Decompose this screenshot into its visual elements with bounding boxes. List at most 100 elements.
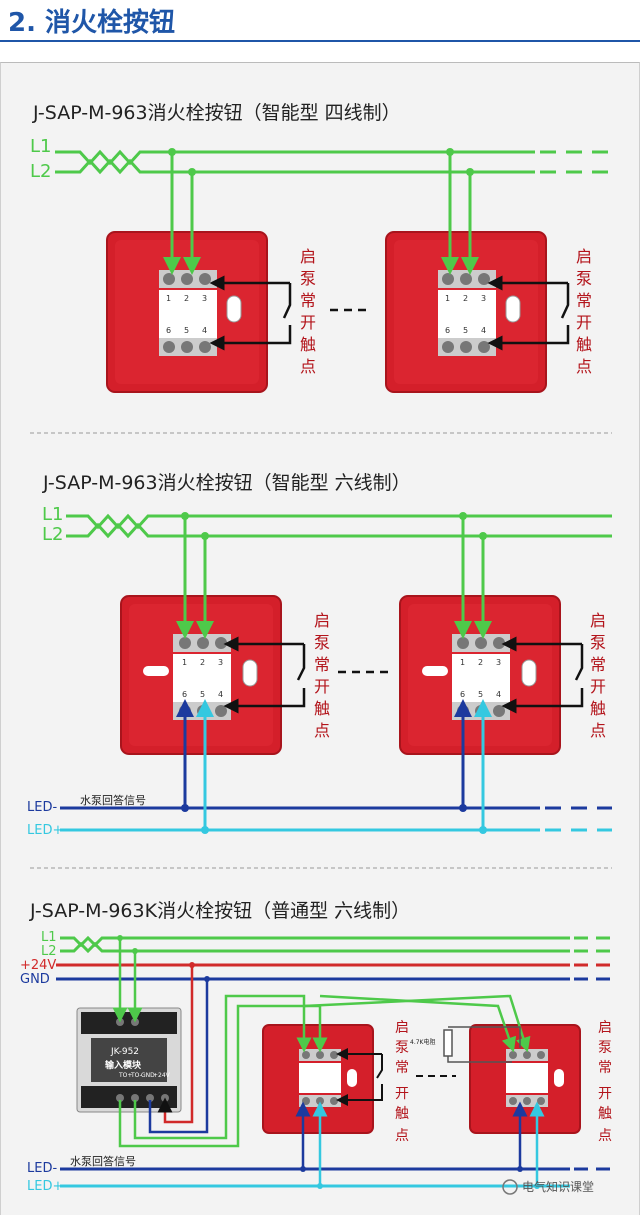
svg-text:泵: 泵	[314, 633, 330, 652]
section-2-signal-label: 水泵回答信号	[80, 793, 146, 807]
svg-text:LED+: LED+	[27, 1179, 63, 1194]
section-3-contact-wires	[338, 1026, 521, 1100]
section-2-bus-labels: L1 L2 LED- LED+ 水泵回答信号	[27, 504, 146, 838]
section-2-contact-wires	[226, 636, 584, 706]
section-3-button-a	[262, 1024, 374, 1134]
svg-text:5: 5	[184, 326, 189, 335]
section-1-button-a: 1 2 3 6 5 4	[106, 231, 268, 393]
svg-text:泵: 泵	[395, 1040, 409, 1056]
svg-text:6: 6	[460, 690, 465, 699]
watermark-text: 电气知识课堂	[522, 1179, 594, 1194]
section-1-contact-label-b: 启 泵 常 开 触 点	[576, 247, 592, 376]
title-rule	[0, 40, 640, 42]
section-3-bus-labels: L1 L2 +24V GND LED- LED+ 水泵回答信号	[20, 930, 136, 1194]
svg-text:1: 1	[460, 658, 465, 667]
svg-text:L2: L2	[42, 524, 63, 545]
section-1-bus-lines	[55, 149, 618, 175]
section-3-title: J-SAP-M-963K消火栓按钮（普通型 六线制）	[29, 900, 410, 922]
section-1-contact-label-a: 启 泵 常 开 触 点	[300, 247, 316, 376]
svg-text:点: 点	[590, 721, 606, 740]
svg-text:4: 4	[202, 326, 207, 335]
svg-text:1: 1	[166, 294, 171, 303]
section-1-drop-wires	[163, 152, 479, 275]
svg-text:2: 2	[478, 658, 483, 667]
svg-text:6: 6	[445, 326, 450, 335]
svg-text:启: 启	[590, 611, 606, 630]
svg-text:触: 触	[395, 1106, 409, 1122]
svg-text:3: 3	[202, 294, 207, 303]
svg-text:泵: 泵	[576, 269, 592, 288]
svg-text:3: 3	[496, 658, 501, 667]
resistor-label: 4.7K电阻	[410, 1038, 435, 1046]
svg-text:4: 4	[481, 326, 486, 335]
input-module: JK-952 输入模块 TO+ TO- GND +24V	[76, 1007, 182, 1113]
svg-text:启: 启	[598, 1020, 612, 1036]
section-1-bus-labels: L1 L2	[30, 136, 51, 182]
svg-text:3: 3	[218, 658, 223, 667]
wechat-icon	[502, 1179, 518, 1195]
section-2-title: J-SAP-M-963消火栓按钮（智能型 六线制）	[42, 472, 411, 494]
svg-text:常: 常	[576, 291, 592, 310]
svg-text:触: 触	[314, 699, 330, 718]
svg-text:1: 1	[182, 658, 187, 667]
svg-text:开: 开	[590, 677, 606, 696]
svg-text:触: 触	[300, 335, 316, 354]
section-1-button-b: 1 2 3 6 5 4	[385, 231, 547, 393]
svg-text:L2: L2	[41, 944, 57, 959]
svg-text:+24V: +24V	[20, 958, 56, 973]
section-2-drop-wires	[176, 516, 492, 830]
watermark: 电气知识课堂	[502, 1179, 594, 1195]
svg-text:2: 2	[463, 294, 468, 303]
svg-text:触: 触	[576, 335, 592, 354]
section-3-contact-label-b: 启 泵 常 开 触 点	[598, 1020, 612, 1144]
svg-text:常: 常	[598, 1060, 612, 1076]
svg-text:点: 点	[395, 1128, 409, 1144]
svg-text:L1: L1	[42, 504, 63, 525]
svg-text:开: 开	[300, 313, 316, 332]
bus-label-l1: L1	[30, 136, 51, 157]
svg-text:3: 3	[481, 294, 486, 303]
section-3-wires	[112, 938, 545, 1186]
svg-text:LED+: LED+	[27, 823, 63, 838]
svg-text:启: 启	[576, 247, 592, 266]
svg-text:L1: L1	[41, 930, 57, 945]
svg-text:泵: 泵	[300, 269, 316, 288]
svg-text:触: 触	[598, 1106, 612, 1122]
svg-text:点: 点	[300, 357, 316, 376]
svg-text:1: 1	[445, 294, 450, 303]
section-1-title: J-SAP-M-963消火栓按钮（智能型 四线制）	[32, 102, 401, 124]
section-1-contact-wires	[212, 275, 570, 343]
svg-text:LED-: LED-	[27, 800, 57, 815]
svg-text:常: 常	[395, 1060, 409, 1076]
svg-text:开: 开	[576, 313, 592, 332]
svg-text:常: 常	[590, 655, 606, 674]
svg-text:开: 开	[598, 1086, 612, 1102]
svg-text:触: 触	[590, 699, 606, 718]
svg-text:+24V: +24V	[153, 1072, 171, 1079]
svg-text:TO+: TO+	[118, 1072, 132, 1079]
svg-text:LED-: LED-	[27, 1161, 57, 1176]
svg-text:点: 点	[576, 357, 592, 376]
svg-text:点: 点	[314, 721, 330, 740]
page-title: 2. 消火栓按钮	[8, 8, 176, 38]
svg-text:2: 2	[184, 294, 189, 303]
svg-text:4: 4	[218, 690, 223, 699]
bus-label-l2: L2	[30, 161, 51, 182]
header: 2. 消火栓按钮	[0, 0, 640, 44]
module-code: JK-952	[110, 1047, 139, 1057]
svg-text:6: 6	[166, 326, 171, 335]
svg-text:泵: 泵	[590, 633, 606, 652]
section-2-contact-label-a: 启 泵 常 开 触 点	[314, 611, 330, 740]
section-3-signal-label: 水泵回答信号	[70, 1154, 136, 1168]
section-3-bus-lines	[56, 935, 612, 1188]
svg-text:TO-: TO-	[130, 1072, 142, 1079]
svg-text:泵: 泵	[598, 1040, 612, 1056]
svg-text:点: 点	[598, 1128, 612, 1144]
svg-text:5: 5	[463, 326, 468, 335]
svg-text:启: 启	[300, 247, 316, 266]
svg-text:开: 开	[314, 677, 330, 696]
svg-text:GND: GND	[20, 972, 50, 987]
